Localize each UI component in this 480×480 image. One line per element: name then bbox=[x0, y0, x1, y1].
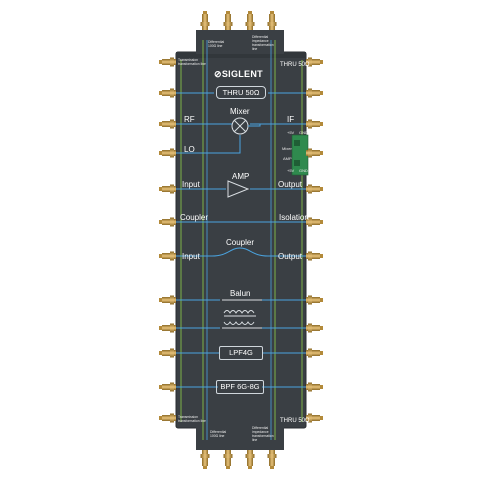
thru-top-right-label: THRU 50Ω bbox=[280, 62, 310, 68]
module-label-gnd-top: GND bbox=[299, 130, 308, 135]
sma-connector[interactable] bbox=[159, 413, 176, 423]
top-center-note-2: Differential impedance transformation li… bbox=[252, 35, 274, 51]
amp-title: AMP bbox=[232, 172, 250, 181]
brand-logo: ⊘SIGLENT bbox=[214, 69, 263, 79]
sma-connector[interactable] bbox=[306, 295, 323, 305]
balun-symbol bbox=[222, 299, 262, 329]
coupler-title: Coupler bbox=[226, 238, 255, 247]
top-center-note-1: Differential 100Ω line bbox=[208, 40, 225, 48]
left-connectors bbox=[159, 57, 176, 423]
lo-label: LO bbox=[184, 145, 195, 154]
bottom-center-note-2: Differential impedance transformation li… bbox=[252, 426, 274, 442]
top-left-note: Transmission transformation line bbox=[178, 58, 206, 66]
sma-connector[interactable] bbox=[306, 57, 323, 67]
sma-connector[interactable] bbox=[306, 348, 323, 358]
sma-connector[interactable] bbox=[159, 119, 176, 129]
module-label-gnd-bottom: GND bbox=[299, 168, 308, 173]
bottom-left-note: Transmission transformation line bbox=[178, 415, 206, 423]
sma-connector[interactable] bbox=[223, 450, 233, 469]
amp-symbol bbox=[227, 180, 250, 198]
lpf-box: LPF4G bbox=[219, 346, 263, 360]
sma-connector[interactable] bbox=[159, 382, 176, 392]
thru-bottom-right-label: THRU 50Ω bbox=[280, 418, 310, 424]
sma-connector[interactable] bbox=[159, 295, 176, 305]
sma-connector[interactable] bbox=[267, 450, 277, 469]
sma-connector[interactable] bbox=[306, 217, 323, 227]
bpf-box: BPF 6G-8G bbox=[216, 380, 264, 394]
thru-box: THRU 50Ω bbox=[216, 86, 266, 99]
sma-connector[interactable] bbox=[245, 450, 255, 469]
module-label-mixer: Mixer bbox=[282, 146, 292, 151]
sma-connector[interactable] bbox=[159, 148, 176, 158]
sma-connector[interactable] bbox=[223, 11, 233, 30]
isolation-label: Isolation bbox=[279, 213, 309, 222]
sma-connector[interactable] bbox=[267, 11, 277, 30]
sma-connector[interactable] bbox=[306, 413, 323, 423]
balun-title: Balun bbox=[230, 289, 251, 298]
sma-connector[interactable] bbox=[159, 217, 176, 227]
coupler-output-label: Output bbox=[278, 252, 303, 261]
rf-label: RF bbox=[184, 115, 195, 124]
module-label-5v-top: +5V bbox=[287, 130, 295, 135]
amp-output-label: Output bbox=[278, 180, 303, 189]
bottom-connectors bbox=[200, 450, 277, 469]
amp-input-label: Input bbox=[182, 180, 200, 189]
sma-connector[interactable] bbox=[159, 348, 176, 358]
sma-connector[interactable] bbox=[306, 88, 323, 98]
sma-connector[interactable] bbox=[159, 323, 176, 333]
sma-connector[interactable] bbox=[159, 184, 176, 194]
sma-connector[interactable] bbox=[306, 148, 323, 158]
mixer-title: Mixer bbox=[230, 107, 250, 116]
module-label-amp: AMP bbox=[283, 156, 292, 161]
sma-connector[interactable] bbox=[159, 57, 176, 67]
top-connectors bbox=[200, 11, 277, 30]
coupler-input-label: Input bbox=[182, 252, 200, 261]
right-connectors bbox=[306, 57, 323, 423]
sma-connector[interactable] bbox=[159, 251, 176, 261]
sma-connector[interactable] bbox=[306, 323, 323, 333]
if-label: IF bbox=[287, 115, 295, 124]
sma-connector[interactable] bbox=[245, 11, 255, 30]
module-label-5v-bottom: +5V bbox=[287, 168, 295, 173]
bottom-center-note-1: Differential 100Ω line bbox=[210, 430, 227, 438]
coupler-port-label: Coupler bbox=[180, 213, 209, 222]
sma-connector[interactable] bbox=[200, 450, 210, 469]
sma-connector[interactable] bbox=[306, 184, 323, 194]
sma-connector[interactable] bbox=[159, 88, 176, 98]
sma-connector[interactable] bbox=[200, 11, 210, 30]
sma-connector[interactable] bbox=[306, 251, 323, 261]
sma-connector[interactable] bbox=[306, 119, 323, 129]
sma-connector[interactable] bbox=[306, 382, 323, 392]
